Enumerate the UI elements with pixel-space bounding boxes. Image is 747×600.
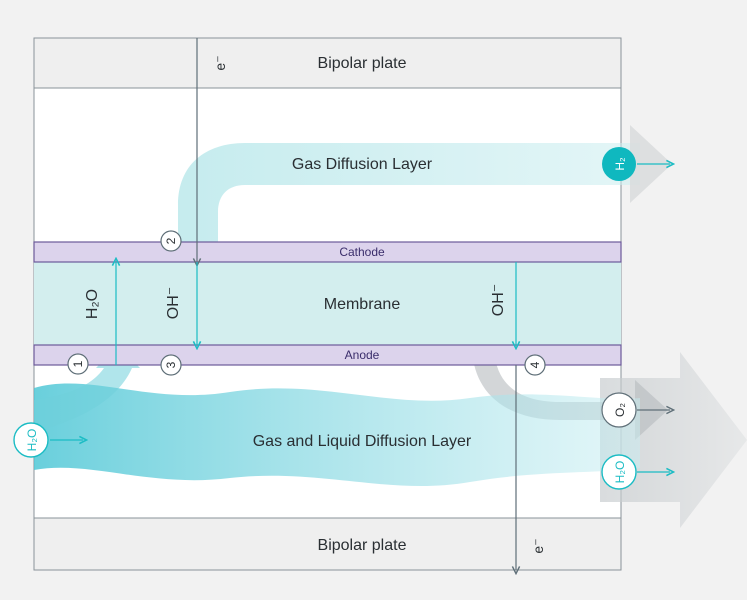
water-flow-band (34, 383, 640, 487)
membrane-layer (34, 262, 621, 345)
hydrogen-output-label: H₂ (613, 157, 627, 171)
step-3-marker: 3 (160, 354, 182, 376)
hydrogen-output: H₂ (602, 147, 670, 181)
step-3-number: 3 (164, 361, 178, 368)
gdl-label: Gas Diffusion Layer (292, 156, 433, 173)
water-output: H₂O (601, 454, 670, 490)
membrane-label: Membrane (324, 296, 401, 313)
step-4-marker: 4 (524, 354, 546, 376)
bottom-bipolar-plate (33, 517, 622, 571)
electron-label-bottom: e⁻ (530, 538, 546, 553)
bottom-plate-label: Bipolar plate (318, 537, 407, 554)
oh-label-right: OH⁻ (490, 284, 507, 316)
oxygen-output-label: O₂ (613, 403, 627, 417)
step-1-marker: 1 (67, 353, 89, 375)
anode-label: Anode (345, 348, 380, 362)
water-output-label: H₂O (613, 461, 627, 484)
water-input: H₂O (13, 422, 83, 458)
anode-layer (33, 344, 622, 366)
step-2-marker: 2 (160, 230, 182, 252)
step-4-number: 4 (528, 361, 542, 368)
cathode-layer (33, 241, 622, 263)
oxygen-output: O₂ (601, 392, 670, 428)
water-input-label: H₂O (25, 429, 39, 452)
oh-label-left: OH⁻ (165, 287, 182, 319)
water-rise-flow (34, 345, 140, 432)
hydrogen-flow (178, 143, 640, 262)
electron-label-top: e⁻ (212, 55, 228, 70)
top-bipolar-plate (33, 37, 622, 89)
step-1-number: 1 (71, 360, 85, 367)
cathode-label: Cathode (339, 245, 385, 259)
gldl-label: Gas and Liquid Diffusion Layer (253, 433, 472, 450)
h2o-label-left: H₂O (84, 289, 101, 319)
step-2-number: 2 (164, 237, 178, 244)
top-plate-label: Bipolar plate (318, 55, 407, 72)
